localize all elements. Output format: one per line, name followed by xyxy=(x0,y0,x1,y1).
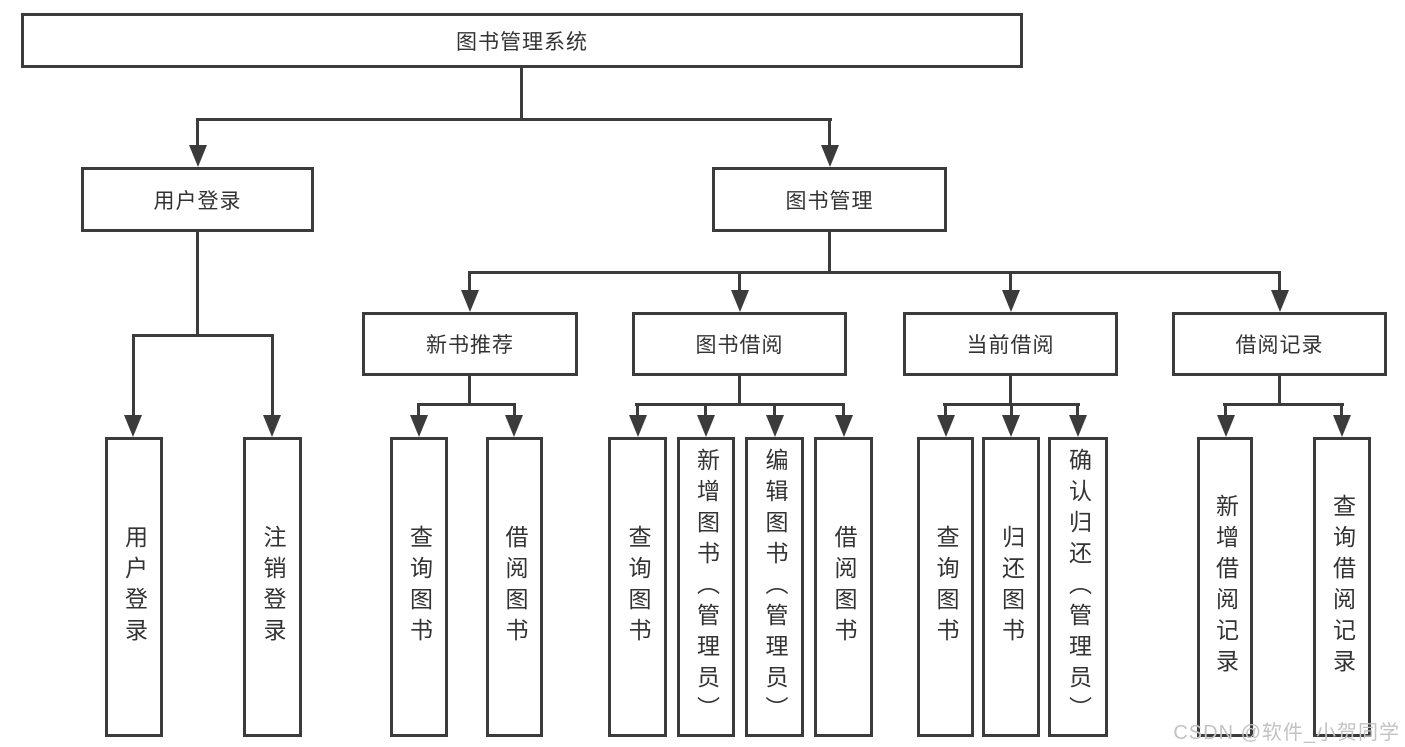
edge-group-b-bar xyxy=(635,403,845,406)
edge-group-a-stem xyxy=(468,376,471,406)
edge-group-a-leaf1-arrowhead xyxy=(410,415,428,437)
edge-to-book-management-arrowhead xyxy=(821,145,839,167)
edge-group-d-leaf1-stem xyxy=(1224,403,1227,420)
leaf-query-books-c: 查询图书 xyxy=(917,437,974,737)
edge-to-book-borrow-arrowhead xyxy=(731,290,749,312)
edge-group-c-leaf1-stem xyxy=(944,403,947,420)
leaf-borrow-books-a: 借阅图书 xyxy=(486,437,543,737)
leaf-add-borrow-record: 新增借阅记录 xyxy=(1197,437,1253,737)
edge-group-c-leaf3-stem xyxy=(1076,403,1079,420)
edge-to-leaf-login-stem xyxy=(132,334,135,420)
edge-to-borrow-records-arrowhead xyxy=(1271,290,1289,312)
edge-group-a-leaf2-arrowhead xyxy=(505,415,523,437)
leaf-logout: 注销登录 xyxy=(243,437,302,737)
edge-group-b-leaf1-stem xyxy=(636,403,639,420)
edge-to-book-borrow-stem xyxy=(738,271,741,295)
edge-group-a-bar xyxy=(417,403,516,406)
edge-to-borrow-records-stem xyxy=(1278,271,1281,295)
edge-to-new-book-recommend-arrowhead xyxy=(461,290,479,312)
leaf-query-books-a: 查询图书 xyxy=(390,437,448,737)
node-current-borrow-label: 当前借阅 xyxy=(966,334,1055,357)
edge-book-management-stem xyxy=(828,232,831,274)
edge-group-b-leaf2-stem xyxy=(704,403,707,420)
edge-book-management-bar xyxy=(468,271,1281,274)
edge-to-new-book-recommend-stem xyxy=(468,271,471,295)
edge-group-b-leaf3-arrowhead xyxy=(766,415,784,437)
edge-group-c-leaf2-arrowhead xyxy=(1002,415,1020,437)
node-new-book-recommend: 新书推荐 xyxy=(362,312,578,376)
leaf-return-books: 归还图书 xyxy=(982,437,1040,737)
edge-to-leaf-logout-stem xyxy=(271,334,274,420)
edge-group-c-leaf1-arrowhead xyxy=(937,415,955,437)
edge-group-b-leaf4-stem xyxy=(842,403,845,420)
edge-to-leaf-login-arrowhead xyxy=(124,415,142,437)
leaf-add-books-admin: 新增图书（管理员） xyxy=(677,437,735,737)
node-book-borrow-label: 图书借阅 xyxy=(695,334,784,357)
edge-to-book-management-stem xyxy=(828,118,831,150)
edge-to-user-login-arrowhead xyxy=(189,145,207,167)
node-new-book-recommend-label: 新书推荐 xyxy=(426,334,514,357)
leaf-query-books-b: 查询图书 xyxy=(608,437,667,737)
edge-to-current-borrow-stem xyxy=(1009,271,1012,295)
edge-group-a-leaf2-stem xyxy=(513,403,516,420)
edge-group-c-stem xyxy=(1009,375,1012,406)
edge-group-d-bar xyxy=(1223,403,1344,406)
edge-group-d-leaf2-stem xyxy=(1340,403,1343,420)
node-user-login: 用户登录 xyxy=(81,167,314,232)
leaf-edit-books-admin: 编辑图书（管理员） xyxy=(745,437,804,737)
edge-group-b-stem xyxy=(738,376,741,406)
edge-group-d-leaf1-arrowhead xyxy=(1217,415,1235,437)
node-library-management-system-label: 图书管理系统 xyxy=(456,30,588,54)
edge-group-c-leaf2-stem xyxy=(1010,403,1013,420)
node-user-login-label: 用户登录 xyxy=(153,189,242,213)
leaf-user-login: 用户登录 xyxy=(105,437,163,737)
edge-to-current-borrow-arrowhead xyxy=(1002,290,1020,312)
watermark: CSDN @软件_小贺同学 xyxy=(1173,722,1400,744)
edge-to-leaf-logout-arrowhead xyxy=(263,415,281,437)
node-book-borrow: 图书借阅 xyxy=(632,312,847,376)
node-book-management: 图书管理 xyxy=(712,167,947,232)
edge-user-login-bar xyxy=(132,334,274,337)
node-book-management-label: 图书管理 xyxy=(785,189,874,213)
edge-group-b-leaf4-arrowhead xyxy=(835,415,853,437)
leaf-borrow-books-b: 借阅图书 xyxy=(814,437,873,737)
edge-to-user-login-stem xyxy=(196,118,199,150)
node-current-borrow: 当前借阅 xyxy=(903,312,1118,376)
edge-user-login-stem xyxy=(196,232,199,336)
edge-group-b-leaf2-arrowhead xyxy=(697,415,715,437)
node-library-management-system: 图书管理系统 xyxy=(21,13,1023,68)
edge-group-b-leaf3-stem xyxy=(773,403,776,420)
leaf-confirm-return-admin: 确认归还（管理员） xyxy=(1048,437,1108,737)
edge-group-d-leaf2-arrowhead xyxy=(1333,415,1351,437)
edge-group-c-leaf3-arrowhead xyxy=(1069,415,1087,437)
node-borrow-records-label: 借阅记录 xyxy=(1235,334,1324,357)
leaf-query-borrow-record: 查询借阅记录 xyxy=(1313,437,1371,737)
edge-root-stem xyxy=(520,68,523,120)
edge-group-d-stem xyxy=(1278,375,1281,406)
edge-group-b-leaf1-arrowhead xyxy=(629,415,647,437)
edge-group-a-leaf1-stem xyxy=(417,403,420,420)
edge-root-bar xyxy=(196,118,832,121)
node-borrow-records: 借阅记录 xyxy=(1172,312,1387,376)
